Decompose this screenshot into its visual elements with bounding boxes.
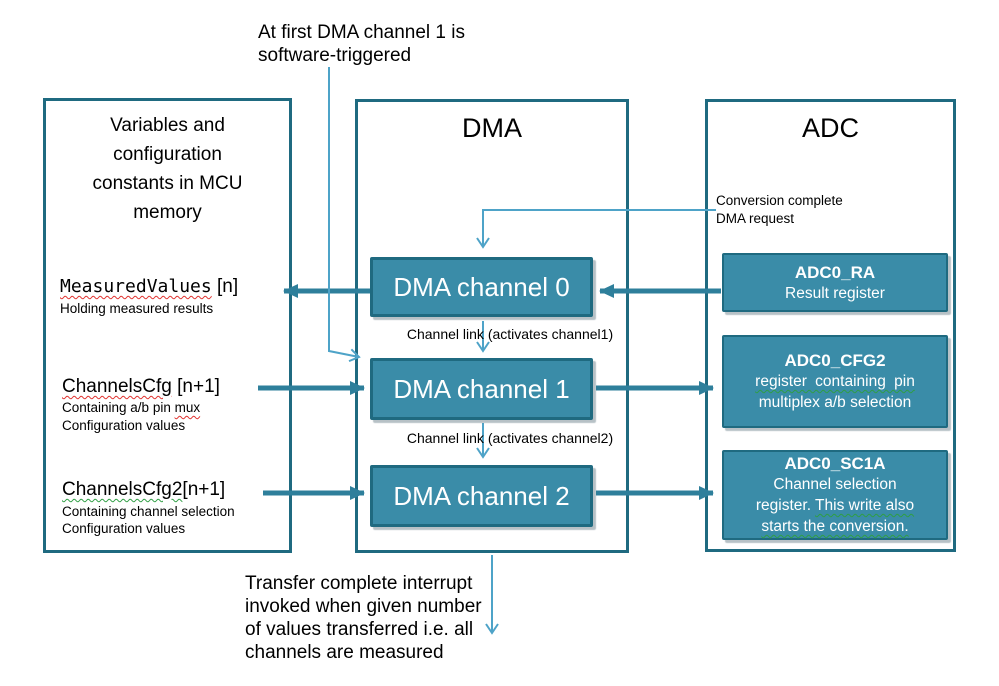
adc0-cfg2-box: ADC0_CFG2 register containing pin multip…	[722, 335, 948, 428]
adc0-sc1a-desc-text: register.	[755, 497, 816, 514]
channelscfg2-variable: ChannelsCfg2	[62, 479, 183, 500]
measuredvalues-index: [n]	[211, 276, 239, 297]
dma-box: DMA DMA channel 0 DMA channel 1 DMA chan…	[355, 99, 629, 553]
channelscfg-variable: ChannelsCfg	[62, 376, 172, 397]
adc0-ra-desc: Result register	[785, 284, 885, 302]
dma-channel-1-box: DMA channel 1	[370, 358, 593, 420]
adc0-sc1a-desc-wavy1: This write also	[815, 497, 915, 514]
adc0-cfg2-desc-line2: multiplex a/b selection	[758, 394, 912, 411]
adc0-sc1a-box: ADC0_SC1A Channel selection register. Th…	[722, 450, 948, 540]
adc0-sc1a-desc-line3: starts the conversion.	[761, 516, 908, 537]
channelscfg2-desc-line2: Configuration values	[62, 521, 186, 536]
channelscfg-index: [n+1]	[171, 376, 220, 397]
channelscfg-desc-line2: Configuration values	[62, 418, 186, 433]
transfer-complete-note: Transfer complete interrupt invoked when…	[245, 573, 482, 663]
measuredvalues-desc: Holding measured results	[60, 301, 214, 316]
dma-channel-0-box: DMA channel 0	[370, 257, 593, 317]
memory-box: Variables and configuration constants in…	[43, 98, 292, 553]
channelscfg2-index: [n+1]	[182, 479, 226, 500]
measuredvalues-variable: MeasuredValues	[60, 276, 212, 297]
channel-link-1-label: Channel link (activates channel1)	[406, 326, 614, 342]
adc0-sc1a-desc-line1: Channel selection	[773, 476, 897, 493]
memory-item-channelscfg: ChannelsCfg [n+1]	[62, 376, 220, 398]
adc0-sc1a-desc-wavy2: starts the conversion.	[761, 518, 909, 535]
memory-item-measuredvalues: MeasuredValues [n]	[60, 276, 238, 298]
channelscfg-desc-line1: Containing a/b pin mux	[62, 400, 200, 416]
memory-box-title: Variables and configuration constants in…	[92, 115, 243, 223]
dma-box-title: DMA	[462, 113, 522, 143]
channelscfg-desc-text: Containing a/b pin	[62, 400, 175, 415]
channel-link-2-label: Channel link (activates channel2)	[406, 430, 614, 446]
dma-channel-2-box: DMA channel 2	[370, 465, 593, 527]
adc0-ra-box: ADC0_RA Result register	[722, 253, 948, 312]
adc0-ra-name: ADC0_RA	[794, 262, 876, 282]
channelscfg2-desc-line1: Containing channel selection	[62, 504, 235, 519]
adc-box-title: ADC	[801, 113, 859, 143]
conversion-complete-label: Conversion complete DMA request	[716, 193, 843, 226]
adc0-cfg2-desc-line1: register containing pin	[755, 373, 915, 390]
channelscfg-desc-mux: mux	[174, 400, 201, 415]
adc0-sc1a-name: ADC0_SC1A	[784, 454, 886, 473]
adc0-sc1a-desc-line2: register. This write also	[756, 495, 914, 516]
memory-item-channelscfg2: ChannelsCfg2[n+1]	[62, 479, 225, 501]
software-trigger-note: At first DMA channel 1 is software-trigg…	[258, 22, 465, 66]
adc0-cfg2-name: ADC0_CFG2	[784, 351, 886, 370]
adc-box: ADC Conversion complete DMA request ADC0…	[705, 99, 956, 552]
